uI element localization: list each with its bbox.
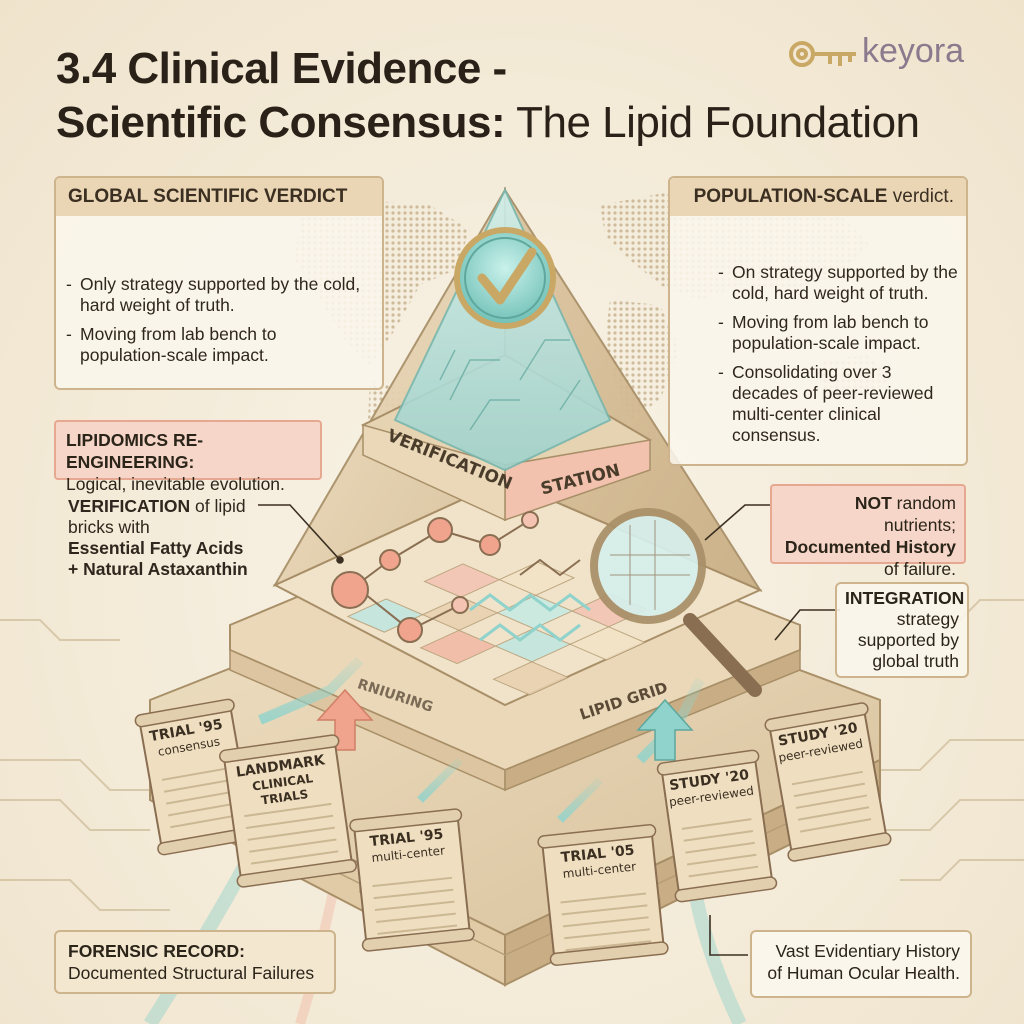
brand-logo-text: keyora xyxy=(862,32,965,70)
forensic-record-panel: FORENSIC RECORD: Documented Structural F… xyxy=(54,930,336,994)
integration-line4: global truth xyxy=(872,651,959,671)
magnifier-icon xyxy=(590,508,762,697)
forensic-heading: FORENSIC RECORD: xyxy=(68,941,245,961)
global-verdict-panel: GLOBAL SCIENTIFIC VERDICT Only strategy … xyxy=(54,176,384,390)
vast-history-line1: Vast Evidentiary History xyxy=(775,941,960,961)
global-verdict-heading: GLOBAL SCIENTIFIC VERDICT xyxy=(56,178,382,216)
vast-history-line2: of Human Ocular Health. xyxy=(767,963,960,983)
lipidomics-text: Logical, inevitable evolution. xyxy=(66,474,285,494)
lipid-molecule-icon xyxy=(331,511,591,643)
circuit-lines-icon xyxy=(0,599,1024,911)
list-item: Moving from lab bench to population-scal… xyxy=(718,312,958,354)
lipidomics-panel: LIPIDOMICS RE-ENGINEERING: Logical, inev… xyxy=(54,420,322,494)
list-item: Only strategy supported by the cold, har… xyxy=(66,274,366,316)
verification-callout-line4: + Natural Astaxanthin xyxy=(68,559,248,579)
verification-callout-rest: of lipid bricks with xyxy=(68,496,246,537)
vast-history-panel: Vast Evidentiary History of Human Ocular… xyxy=(750,930,972,998)
not-random-callout: NOT random nutrients; Documented History… xyxy=(770,484,966,579)
scroll-card xyxy=(134,698,258,856)
population-verdict-heading-bold: POPULATION-SCALE xyxy=(693,186,888,207)
title-bold-part: Scientific Consensus: xyxy=(56,98,506,147)
scroll-card xyxy=(349,808,475,952)
integration-line3: supported by xyxy=(857,630,959,650)
integration-callout: INTEGRATION strategy supported by global… xyxy=(835,582,969,678)
not-random-line3: of failure. xyxy=(884,559,956,579)
population-verdict-heading: POPULATION-SCALE verdict. xyxy=(670,178,966,216)
scroll-card xyxy=(537,824,669,966)
list-item: On strategy supported by the cold, hard … xyxy=(718,262,958,304)
verification-callout-line3: Essential Fatty Acids xyxy=(68,538,244,558)
title-light-part: The Lipid Foundation xyxy=(505,98,920,147)
scroll-card xyxy=(219,734,357,888)
lipidomics-heading: LIPIDOMICS RE-ENGINEERING: xyxy=(66,430,204,472)
not-random-line2: Documented History xyxy=(784,537,956,557)
leader-lines xyxy=(258,504,840,956)
verification-callout: VERIFICATION of lipid bricks with Essent… xyxy=(68,496,263,580)
population-verdict-bullets: On strategy supported by the cold, hard … xyxy=(718,262,958,454)
population-verdict-heading-rest: verdict. xyxy=(887,186,954,207)
grid-cell xyxy=(419,629,497,665)
grid-cell xyxy=(346,598,424,633)
checkmark-icon xyxy=(454,227,556,329)
upward-arrow-icon xyxy=(316,688,694,761)
integration-line2: strategy xyxy=(896,609,959,629)
list-item: Consolidating over 3 decades of peer-rev… xyxy=(718,362,958,446)
grid-cell xyxy=(569,626,647,661)
global-verdict-bullets: Only strategy supported by the cold, har… xyxy=(66,274,366,374)
glass-apex xyxy=(393,187,612,472)
trial-scrolls xyxy=(134,698,892,966)
key-icon xyxy=(789,41,856,67)
page-title-line1: 3.4 Clinical Evidence - xyxy=(56,44,507,93)
not-random-bold: NOT xyxy=(854,493,892,513)
list-item: Moving from lab bench to population-scal… xyxy=(66,324,366,366)
page-title-line2: Scientific Consensus: The Lipid Foundati… xyxy=(56,98,920,148)
scroll-card xyxy=(656,749,778,903)
verification-callout-bold: VERIFICATION xyxy=(68,496,191,516)
forensic-text: Documented Structural Failures xyxy=(68,963,315,983)
scroll-card xyxy=(764,702,892,862)
integration-bold: INTEGRATION xyxy=(845,588,965,608)
grid-cell xyxy=(492,661,570,696)
population-verdict-panel: POPULATION-SCALE verdict. On strategy su… xyxy=(668,176,968,466)
not-random-rest: random nutrients; xyxy=(884,493,956,535)
